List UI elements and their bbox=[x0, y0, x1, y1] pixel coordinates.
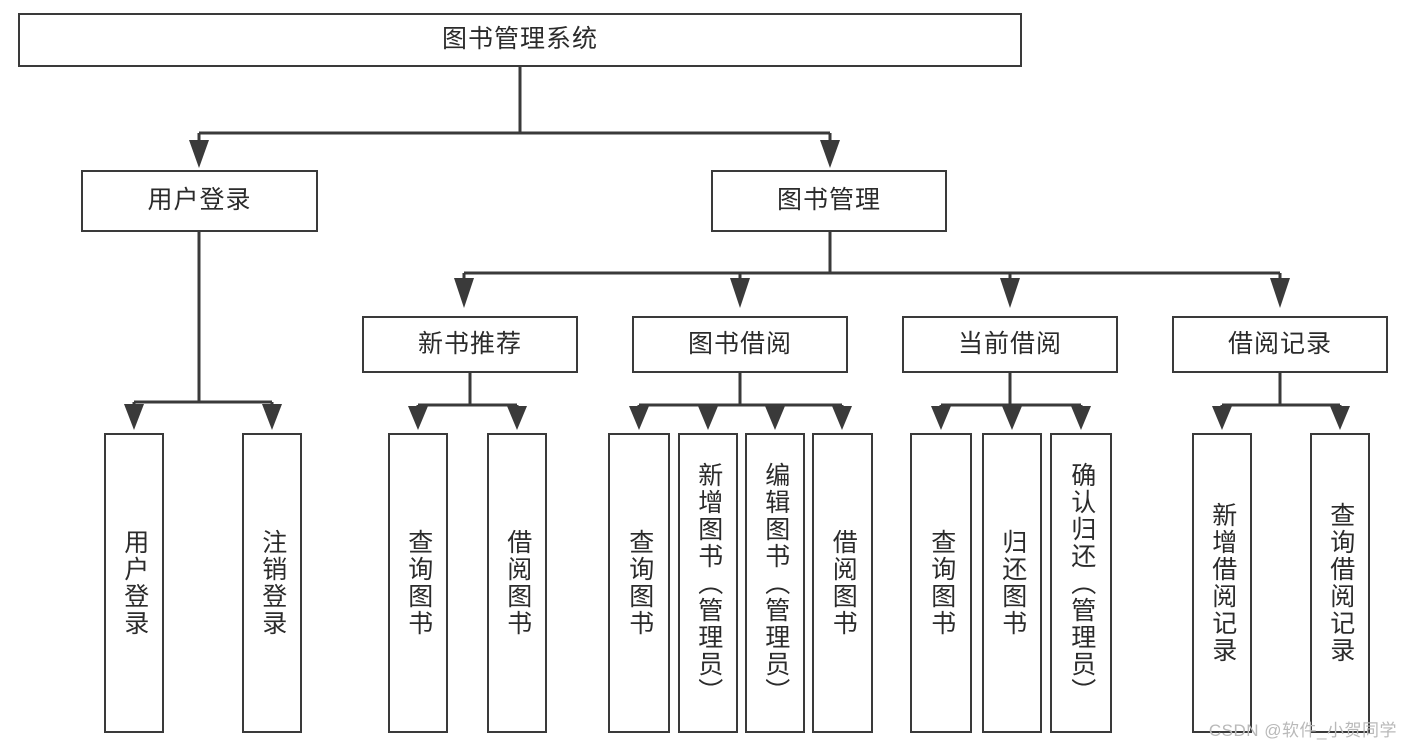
node-current-borrow[interactable]: 当前借阅 bbox=[902, 316, 1118, 373]
leaf-query-book-current-label: 查询图书 bbox=[927, 529, 956, 637]
node-borrow-record-label: 借阅记录 bbox=[1227, 329, 1332, 358]
node-user-login-label: 用户登录 bbox=[147, 186, 252, 215]
node-root-label: 图书管理系统 bbox=[441, 25, 598, 54]
leaf-borrow-book-recommend-label: 借阅图书 bbox=[503, 529, 532, 637]
leaf-query-book-current[interactable]: 查询图书 bbox=[910, 433, 972, 733]
leaf-borrow-book[interactable]: 借阅图书 bbox=[812, 433, 873, 733]
node-root[interactable]: 图书管理系统 bbox=[18, 13, 1022, 67]
node-book-borrow[interactable]: 图书借阅 bbox=[632, 316, 848, 373]
leaf-return-book[interactable]: 归还图书 bbox=[982, 433, 1042, 733]
node-user-login[interactable]: 用户登录 bbox=[81, 170, 318, 232]
leaf-add-borrow-record[interactable]: 新增借阅记录 bbox=[1192, 433, 1252, 733]
node-book-borrow-label: 图书借阅 bbox=[687, 329, 792, 358]
leaf-borrow-book-recommend[interactable]: 借阅图书 bbox=[487, 433, 547, 733]
node-current-borrow-label: 当前借阅 bbox=[957, 329, 1062, 358]
leaf-confirm-return-admin[interactable]: 确认归还（管理员） bbox=[1050, 433, 1112, 733]
node-new-book-recommend-label: 新书推荐 bbox=[417, 329, 522, 358]
leaf-return-book-label: 归还图书 bbox=[998, 529, 1027, 637]
leaf-query-borrow-record[interactable]: 查询借阅记录 bbox=[1310, 433, 1370, 733]
leaf-confirm-return-admin-label: 确认归还（管理员） bbox=[1067, 461, 1096, 705]
leaf-add-book-admin-label: 新增图书（管理员） bbox=[694, 461, 723, 705]
leaf-edit-book-admin[interactable]: 编辑图书（管理员） bbox=[745, 433, 805, 733]
leaf-query-book-borrow[interactable]: 查询图书 bbox=[608, 433, 670, 733]
leaf-query-book-recommend[interactable]: 查询图书 bbox=[388, 433, 448, 733]
node-borrow-record[interactable]: 借阅记录 bbox=[1172, 316, 1388, 373]
leaf-query-borrow-record-label: 查询借阅记录 bbox=[1326, 502, 1355, 664]
leaf-add-book-admin[interactable]: 新增图书（管理员） bbox=[678, 433, 738, 733]
leaf-user-login[interactable]: 用户登录 bbox=[104, 433, 164, 733]
leaf-add-borrow-record-label: 新增借阅记录 bbox=[1208, 502, 1237, 664]
node-book-management-label: 图书管理 bbox=[776, 186, 881, 215]
node-new-book-recommend[interactable]: 新书推荐 bbox=[362, 316, 578, 373]
leaf-user-login-label: 用户登录 bbox=[120, 529, 149, 637]
leaf-user-logout-label: 注销登录 bbox=[258, 529, 287, 637]
leaf-user-logout[interactable]: 注销登录 bbox=[242, 433, 302, 733]
leaf-query-book-borrow-label: 查询图书 bbox=[625, 529, 654, 637]
node-book-management[interactable]: 图书管理 bbox=[711, 170, 947, 232]
watermark-text: CSDN @软件_小贺同学 bbox=[1208, 721, 1397, 740]
leaf-edit-book-admin-label: 编辑图书（管理员） bbox=[761, 461, 790, 705]
leaf-query-book-recommend-label: 查询图书 bbox=[404, 529, 433, 637]
leaf-borrow-book-label: 借阅图书 bbox=[829, 529, 858, 637]
